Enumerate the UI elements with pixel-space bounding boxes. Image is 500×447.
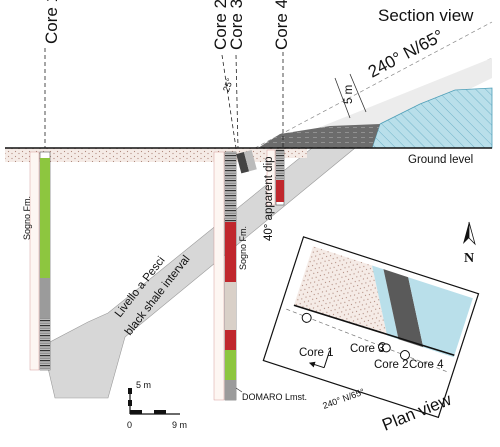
scale-zero: 0 <box>127 420 132 430</box>
formation-label-1: Sogno Fm. <box>22 196 32 240</box>
soil-layer <box>5 148 265 162</box>
formation-label-2: Sogno Fm. <box>238 226 248 270</box>
projection-line-upper <box>254 21 493 149</box>
plan-core1-label: Core 1 <box>299 347 334 359</box>
dip-strike-label: 240° N/65° <box>365 26 447 82</box>
core2-line <box>221 54 237 149</box>
hill-dark-shale <box>258 124 380 148</box>
section-view-title: Section view <box>378 6 474 25</box>
thickness-label: 5 m <box>343 85 355 104</box>
core4-label: Core 4 <box>272 0 291 50</box>
core3-line <box>235 54 239 149</box>
ground-level-label: Ground level <box>408 154 473 166</box>
band-projection <box>268 58 492 148</box>
apparent-dip-label: 40° apparent dip <box>263 156 275 241</box>
angle-mark: 25° <box>221 77 235 94</box>
scale-vertical: 5 m <box>136 380 151 390</box>
plan-core4-label: Core 4 <box>409 359 444 371</box>
core2-label: Core 2 <box>211 0 230 50</box>
core23-log <box>213 151 237 401</box>
north-arrow-icon <box>463 221 476 246</box>
plan-core2-label: Core 2 <box>374 359 409 371</box>
north-label: N <box>464 251 474 266</box>
core3-label: Core 3 <box>227 0 246 50</box>
core1-log <box>29 151 51 371</box>
scale-horizontal: 9 m <box>172 420 187 430</box>
plan-core3-label: Core 3 <box>350 343 385 355</box>
scale-bar <box>128 388 180 415</box>
core1-label: Core 1 <box>42 0 61 44</box>
plan-view <box>262 236 480 419</box>
domaro-label: DOMARO Lmst. <box>242 392 307 402</box>
black-shale-band <box>47 147 356 399</box>
core4-log <box>266 149 285 206</box>
plan-dip-strike-label: 240° N/65° <box>321 386 366 410</box>
core3-short-log <box>236 149 257 174</box>
